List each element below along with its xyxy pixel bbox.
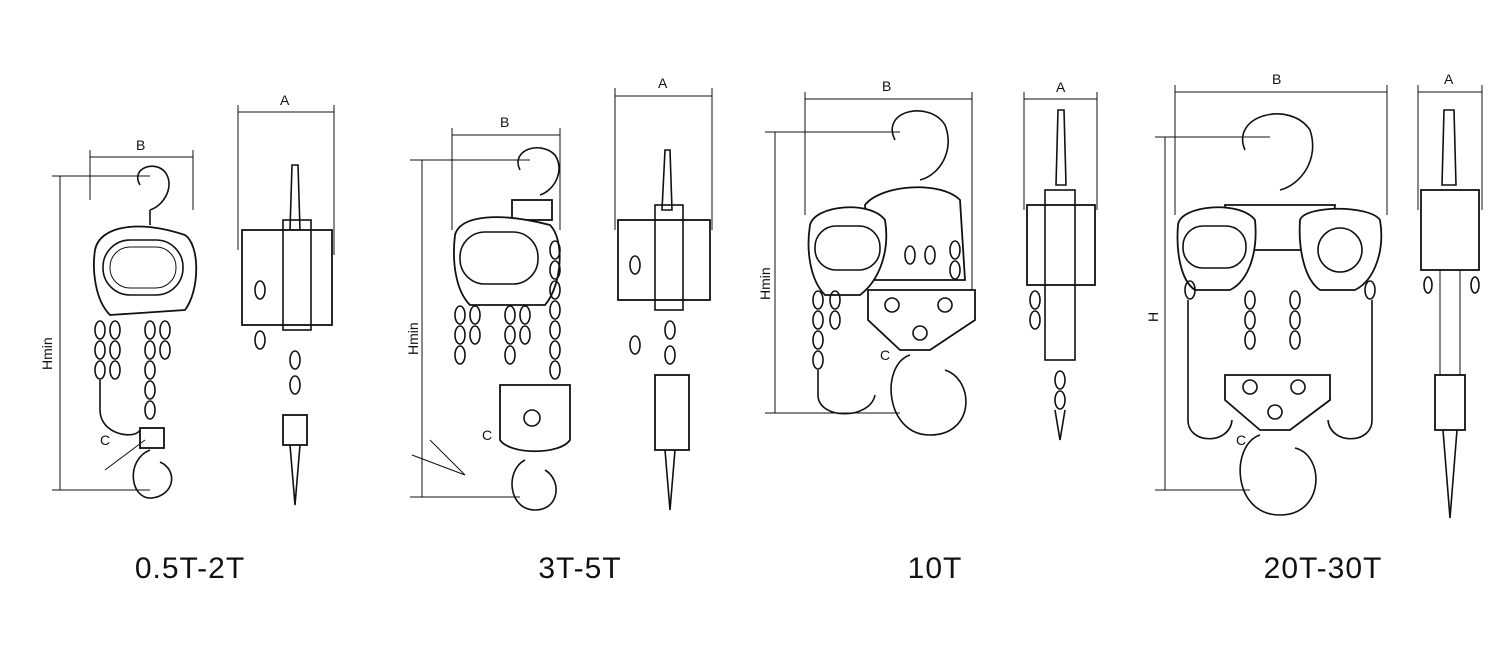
dim-a-label: A bbox=[1444, 71, 1454, 87]
caption-10t: 10T bbox=[907, 552, 963, 585]
hoist-front-10t: B Hmin C bbox=[757, 78, 976, 436]
dim-b-label: B bbox=[1272, 71, 1281, 87]
caption-20t-30t: 20T-30T bbox=[1263, 552, 1383, 585]
dim-a-label: A bbox=[280, 92, 290, 108]
hoist-front-0-5t-2t: B Hmin C bbox=[39, 137, 198, 499]
dim-c-label: C bbox=[100, 432, 110, 448]
hoist-side-10t: A bbox=[1023, 79, 1098, 441]
dim-a-label: A bbox=[1056, 79, 1066, 95]
dim-hmin-label: Hmin bbox=[405, 322, 421, 355]
dim-b-label: B bbox=[500, 114, 509, 130]
hoist-front-3t-5t: B Hmin C bbox=[405, 114, 571, 511]
chain-set bbox=[454, 240, 561, 380]
hoist-side-0-5t-2t: A bbox=[237, 92, 335, 506]
dim-b-label: B bbox=[136, 137, 145, 153]
caption-3t-5t: 3T-5T bbox=[538, 552, 622, 585]
chain-set bbox=[812, 240, 961, 370]
hoist-front-20t-30t: B H C bbox=[1145, 71, 1388, 516]
dim-c-label: C bbox=[482, 427, 492, 443]
dim-c-label: C bbox=[1236, 432, 1246, 448]
caption-0-5t-2t: 0.5T-2T bbox=[134, 552, 246, 585]
hoist-side-20t-30t: A bbox=[1417, 71, 1483, 519]
chain-left bbox=[94, 320, 121, 380]
dim-h-label: H bbox=[1145, 312, 1161, 322]
hoist-side-3t-5t: A bbox=[614, 75, 713, 511]
dim-a-label: A bbox=[658, 75, 668, 91]
dim-b-label: B bbox=[882, 78, 891, 94]
dim-c-label: C bbox=[880, 347, 890, 363]
dim-hmin-label: Hmin bbox=[39, 337, 55, 370]
chain-right bbox=[144, 320, 171, 420]
chain-set bbox=[1184, 280, 1376, 350]
dim-hmin-label: Hmin bbox=[757, 267, 773, 300]
